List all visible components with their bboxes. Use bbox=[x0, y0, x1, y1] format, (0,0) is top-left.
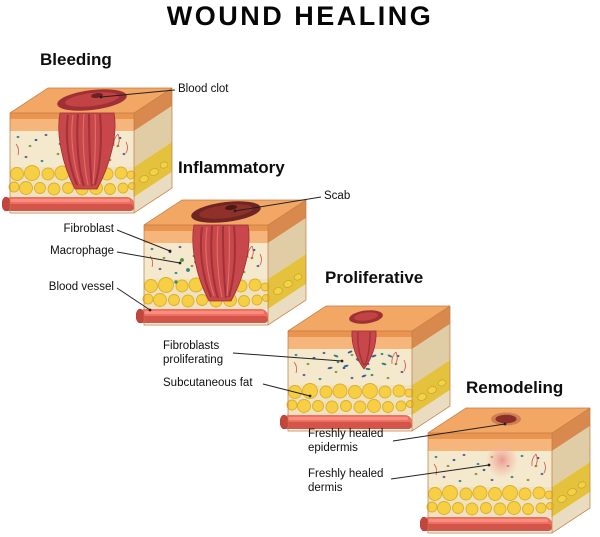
callout-macrophage: Macrophage bbox=[50, 245, 114, 257]
callout-fibroblast: Fibroblast bbox=[63, 223, 115, 235]
callout-freshly-healed-dermis: Freshly healed dermis bbox=[308, 468, 384, 494]
callout-blood-clot: Blood clot bbox=[178, 83, 229, 95]
stage-heading-bleeding: Bleeding bbox=[40, 50, 112, 69]
stage-heading-proliferative: Proliferative bbox=[325, 268, 424, 287]
callout-fibroblasts-proliferating: Fibroblasts proliferating bbox=[163, 340, 224, 366]
stage-heading-inflammatory: Inflammatory bbox=[178, 158, 285, 177]
callout-scab: Scab bbox=[324, 190, 351, 202]
diagram-title: WOUND HEALING bbox=[166, 1, 434, 31]
callout-freshly-healed-epidermis: Freshly healed epidermis bbox=[308, 428, 384, 454]
stage-heading-remodeling: Remodeling bbox=[466, 378, 564, 397]
callout-subcutaneous-fat: Subcutaneous fat bbox=[163, 377, 253, 389]
callout-blood-vessel: Blood vessel bbox=[48, 281, 114, 293]
skin-illustration-remodeling bbox=[420, 407, 591, 534]
